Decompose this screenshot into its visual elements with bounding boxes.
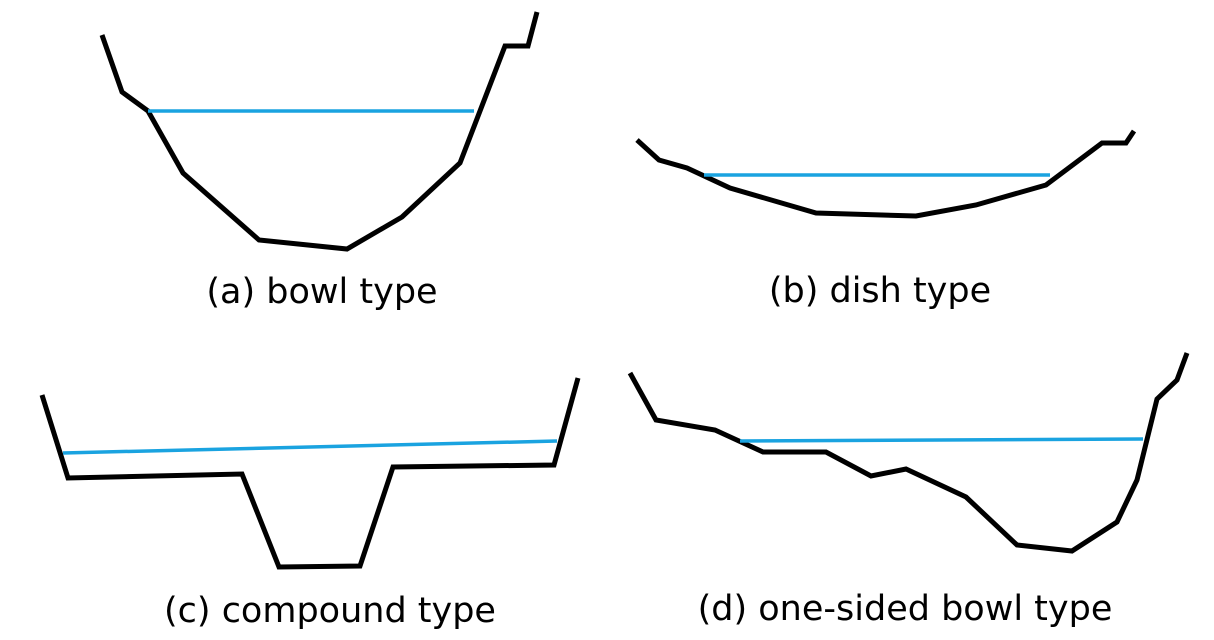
caption-compound-type: (c) compound type (164, 591, 496, 631)
channel-bed-compound (39, 377, 581, 570)
channel-bed-bowl (99, 11, 540, 252)
panel-dish-type: (b) dish type (635, 129, 1137, 311)
water-surface-compound (62, 439, 558, 455)
water-surface-one-sided-bowl (739, 437, 1144, 443)
channel-bed-dish (635, 129, 1137, 219)
channel-bed-one-sided-bowl (627, 352, 1190, 554)
caption-dish-type: (b) dish type (769, 271, 991, 311)
panel-bowl-type: (a) bowl type (99, 11, 540, 312)
panel-one-sided-bowl-type: (d) one-sided bowl type (627, 352, 1190, 629)
caption-one-sided-bowl-type: (d) one-sided bowl type (698, 589, 1113, 629)
panel-compound-type: (c) compound type (39, 377, 581, 631)
caption-bowl-type: (a) bowl type (206, 272, 437, 312)
